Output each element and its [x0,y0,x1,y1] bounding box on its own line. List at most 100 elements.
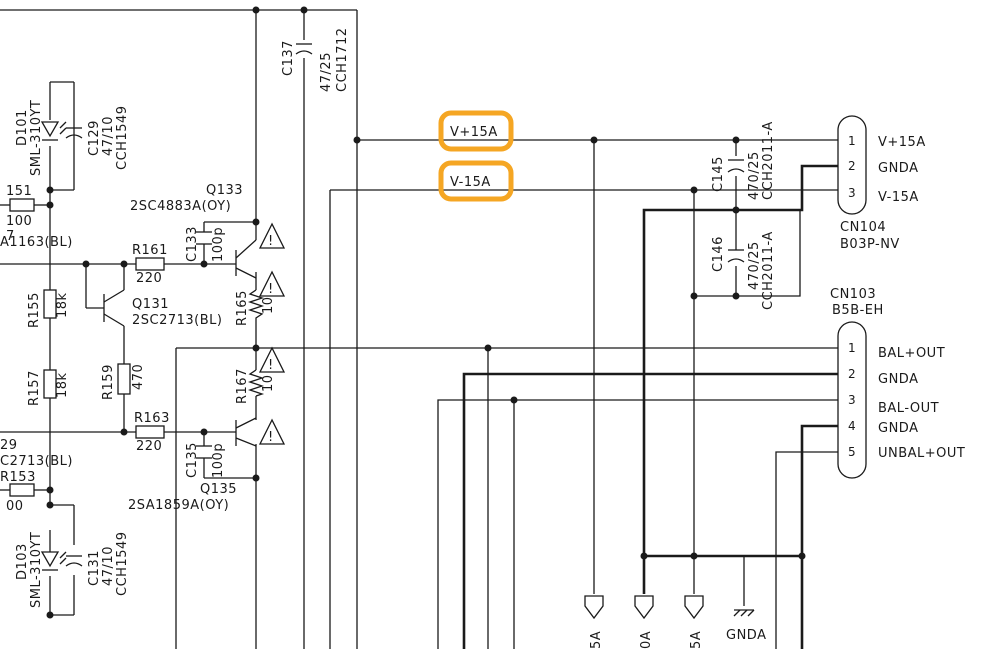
svg-text:!: ! [268,430,274,445]
c137-part: CCH1712 [335,27,350,92]
cn103-pin5-name: UNBAL+OUT [878,446,965,461]
c131-value: 47/10 [101,546,116,586]
resistor-r163: R163 220 [134,411,170,454]
resistor-r165: R165 10 [235,289,276,326]
fragment-labels: 29 C2713(BL) [0,438,73,469]
r159-value: 470 [131,364,146,390]
capacitor-c129: C129 47/10 CCH1549 [65,105,130,170]
r165-ref: R165 [235,290,250,326]
svg-text:2: 2 [848,367,856,381]
r163-value: 220 [136,439,162,454]
resistor-r167: R167 10 [235,368,276,404]
c131-ref: C131 [87,550,102,586]
led-d101: D101 SML-310YT [15,100,67,176]
svg-text:!: ! [268,234,274,249]
cn104-part: B03P-NV [840,237,900,252]
r157-value: 18k [55,372,70,398]
cn103-part: B5B-EH [832,303,884,318]
r155-value: 18k [55,292,70,318]
r161-ref: R161 [132,243,168,258]
frag2-part: C2713(BL) [0,454,73,469]
d103-ref: D103 [15,543,30,580]
frag2-ref: 29 [0,438,18,453]
led-d103: D103 SML-310YT [15,532,67,608]
rail-label-vminus: V-15A [438,160,514,202]
capacitor-c145: C145 470/25 CCH2011-A [711,121,776,200]
resistor-r159: R159 470 [101,363,146,400]
c129-value: 47/10 [101,116,116,156]
resistor-r161: R161 220 [132,243,168,286]
svg-text:!: ! [268,358,274,373]
transistor-q135: Q135 2SA1859A(OY) [128,417,257,513]
c137-value: 47/25 [319,52,334,92]
q131-ref: Q131 [132,297,169,312]
r151-value: 100 [6,214,32,229]
q133-part: 2SC4883A(OY) [130,199,231,214]
svg-text:3: 3 [848,186,856,200]
cn104-ref: CN104 [840,220,886,235]
r157-ref: R157 [27,370,42,406]
cn104-pin1-name: V+15A [878,135,926,150]
r161-value: 220 [136,271,162,286]
warning-icon: ! ! ! ! [258,222,286,445]
r165-value: 10 [261,296,276,314]
r167-ref: R167 [235,368,250,404]
cn103-pin3-name: BAL-OUT [878,401,939,416]
capacitor-c133: C133 100p [185,226,226,262]
net-flags: 5A 0A 5A [584,595,704,649]
frag1-part: A1163(BL) [0,235,73,250]
r167-value: 10 [261,374,276,392]
c137-ref: C137 [281,40,296,76]
connector-cn103: CN103 B5B-EH 1 2 3 4 5 BAL+OUT GNDA BAL-… [830,287,965,479]
cn103-ref: CN103 [830,287,876,302]
c133-value: 100p [211,227,226,262]
q135-part: 2SA1859A(OY) [128,498,229,513]
ground-symbol: GNDA [726,609,766,643]
r159-ref: R159 [101,364,116,400]
capacitor-c137: C137 47/25 CCH1712 [281,27,350,92]
c145-value: 470/25 [747,151,762,200]
q133-ref: Q133 [206,183,243,198]
ground-label: GNDA [726,628,766,643]
c145-ref: C145 [711,156,726,192]
q135-ref: Q135 [200,482,237,497]
r155-ref: R155 [27,292,42,328]
rail-label-vplus: V+15A [438,110,514,152]
transistor-q131: Q131 2SC2713(BL) [103,289,223,328]
c135-ref: C135 [185,442,200,478]
svg-text:2: 2 [848,159,856,173]
resistor-r153: R153 00 [0,470,36,514]
capacitor-c135: C135 100p [185,442,226,478]
junction-dots [46,6,806,619]
c135-value: 100p [211,443,226,478]
c133-ref: C133 [185,226,200,262]
svg-text:4: 4 [848,419,856,433]
svg-text:3: 3 [848,393,856,407]
r153-ref: R153 [0,470,36,485]
svg-text:1: 1 [848,341,856,355]
r151-ref: 151 [6,184,32,199]
cn103-pin4-name: GNDA [878,421,918,436]
d103-part: SML-310YT [29,532,44,608]
c129-ref: C129 [87,120,102,156]
connector-cn104: 1 2 3 V+15A GNDA V-15A CN104 B03P-NV [837,115,926,252]
cn104-pin3-name: V-15A [878,190,919,205]
c131-part: CCH1549 [115,531,130,596]
transistor-q133: Q133 2SC4883A(OY) [130,183,257,279]
svg-text:!: ! [268,282,274,297]
rail-vminus-text: V-15A [450,175,491,190]
net-flag-1-text: 5A [589,631,604,649]
r153-value: 00 [6,499,24,514]
c145-part: CCH2011-A [761,121,776,200]
cn104-pin2-name: GNDA [878,161,918,176]
rail-vplus-text: V+15A [450,125,498,140]
d101-ref: D101 [15,109,30,146]
r163-ref: R163 [134,411,170,426]
q131-part: 2SC2713(BL) [132,313,223,328]
net-flag-3-text: 5A [689,631,704,649]
resistor-r151: 151 100 7 A1163(BL) [0,184,73,250]
d101-part: SML-310YT [29,100,44,176]
capacitor-c146: C146 470/25 CCH2011-A [711,231,776,310]
cn103-pin2-name: GNDA [878,372,918,387]
